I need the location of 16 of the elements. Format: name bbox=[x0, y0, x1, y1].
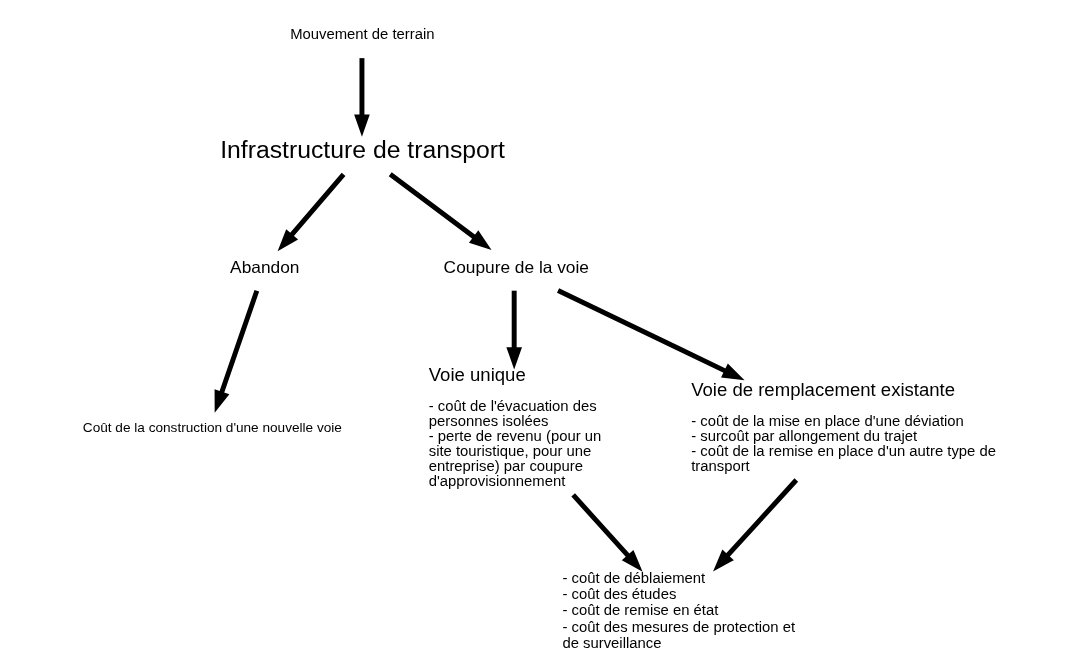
arrow bbox=[505, 290, 522, 370]
node-text: Coût de la construction d'une nouvelle voie bbox=[82, 419, 342, 435]
node-text: Infrastructure de transport bbox=[219, 136, 505, 164]
node-text: Mouvement de terrain bbox=[289, 26, 435, 43]
arrow bbox=[712, 478, 798, 572]
node-text: Voie unique - coût de l'évacuation des personnes isolées - perte de revenu (pour un site touristique, pour une entreprise) par coupure d'approvisionnement bbox=[428, 363, 601, 489]
node-text: Abandon bbox=[229, 256, 299, 277]
arrow bbox=[556, 288, 745, 381]
node-text: - coût de déblaiement - coût des études - coût de remise en état - coût des mesures de protection et de surveillance bbox=[561, 570, 795, 651]
arrow bbox=[570, 493, 643, 572]
arrow bbox=[214, 289, 259, 413]
node-text: Coupure de la voie bbox=[443, 256, 589, 277]
arrow bbox=[353, 58, 370, 137]
arrow bbox=[277, 172, 345, 252]
node-text: Voie de remplacement existante - coût de la mise en place d'une déviation - surcoût par allongement du trajet - coût de la remise en place d'un autre type de transport bbox=[690, 378, 996, 474]
arrow bbox=[388, 172, 492, 250]
